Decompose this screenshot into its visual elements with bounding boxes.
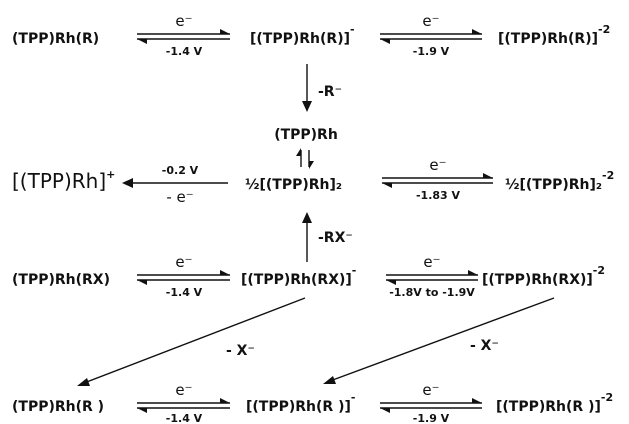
diagonal-arrow-loss-x-left [77,297,306,386]
electron-label: e⁻ [175,12,192,30]
equilibrium-arrow-r-1 [137,29,230,44]
monomer-dimer-equilibrium-arrows [296,148,314,169]
equilibrium-arrow-rx-1 [137,270,230,285]
species-rh-r-dianion: [(TPP)Rh(R)]-2 [498,23,610,47]
species-rh-r-bottom: (TPP)Rh(R ) [12,399,104,415]
equilibrium-arrow-rx-2 [386,270,478,285]
electron-label: e⁻ [422,381,439,399]
equilibrium-arrow-r-2 [380,29,482,44]
electron-label: e⁻ [175,381,192,399]
electron-label: e⁻ [423,253,440,271]
up-arrow-loss-rx [302,212,312,262]
down-arrow-loss-r [302,64,312,112]
species-rh-rx-dianion: [(TPP)Rh(RX)]-2 [482,264,605,288]
loss-x-label-left: - X⁻ [226,343,255,359]
species-rh-r-anion: [(TPP)Rh(R)]- [250,23,355,47]
potential-label: -1.83 V [416,189,461,202]
potential-range-label: -1.8V to -1.9V [389,286,475,299]
electron-label: e⁻ [422,12,439,30]
loss-x-label-right: - X⁻ [470,338,499,354]
potential-label: -1.9 V [413,412,450,424]
oxidation-electron-label: - e⁻ [166,188,193,206]
loss-r-label: -R⁻ [318,84,342,100]
species-rh-r: (TPP)Rh(R) [12,31,99,47]
species-rh-rx-anion: [(TPP)Rh(RX)]- [241,264,356,288]
oxidation-arrow [122,178,228,188]
electron-label: e⁻ [175,253,192,271]
species-tpp-rh: (TPP)Rh [274,127,338,143]
species-rh-dimer-dianion: ½[(TPP)Rh]₂-2 [505,169,614,193]
potential-label: -1.4 V [166,412,203,424]
equilibrium-arrow-dimer [382,173,493,188]
species-rh-dimer: ½[(TPP)Rh]₂ [245,177,342,193]
diagonal-arrow-loss-x-right [323,297,555,384]
loss-rx-label: -RX⁻ [318,230,353,246]
oxidation-potential-label: -0.2 V [162,164,199,177]
electron-label: e⁻ [429,156,446,174]
species-rh-cation: [(TPP)Rh]+ [12,168,115,193]
potential-label: -1.4 V [166,286,203,299]
species-rh-r-bottom-dianion: [(TPP)Rh(R )]-2 [496,391,613,415]
species-rh-rx: (TPP)Rh(RX) [12,272,110,288]
equilibrium-arrow-rb-2 [380,398,482,413]
species-rh-r-bottom-anion: [(TPP)Rh(R )]- [246,391,355,415]
potential-label: -1.4 V [166,45,203,58]
equilibrium-arrow-rb-1 [137,398,230,413]
potential-label: -1.9 V [413,45,450,58]
